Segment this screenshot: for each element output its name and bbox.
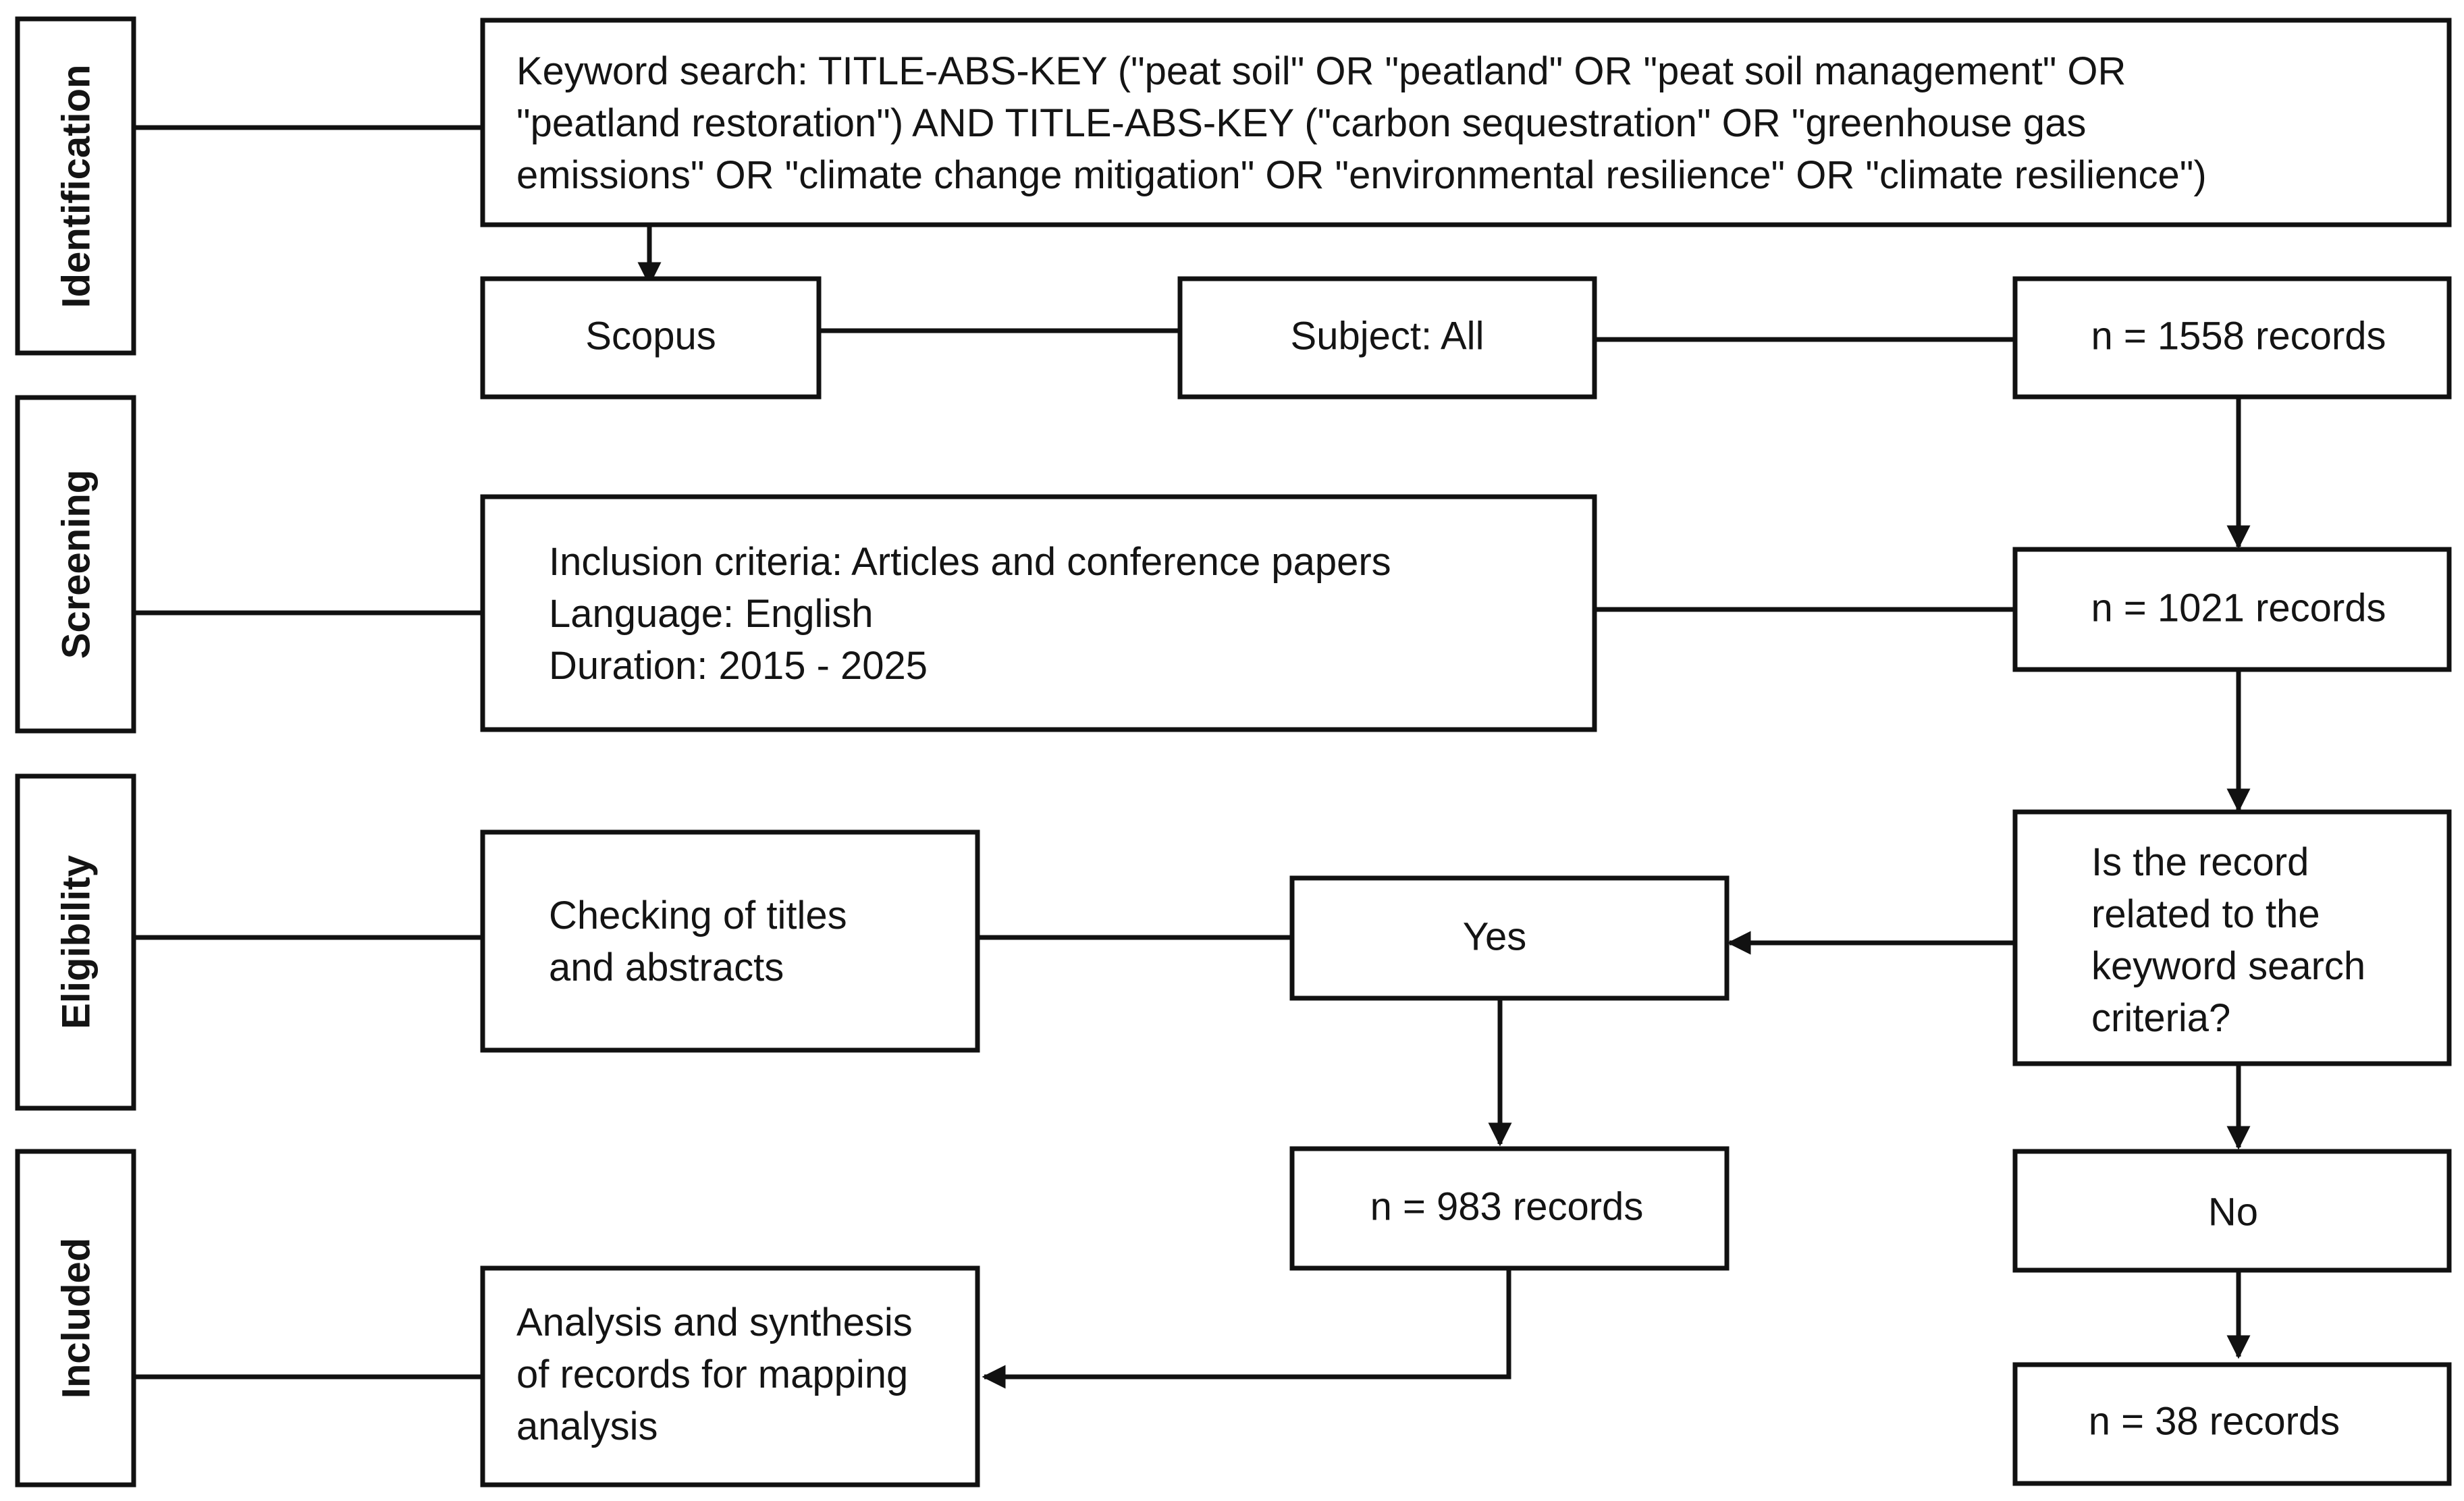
stage-included: Included [15,1149,136,1488]
decision-line-2: related to the [2091,892,2320,936]
keyword-search-line-2: "peatland restoration") AND TITLE-ABS-KE… [516,101,2086,145]
stage-eligibility-label: Eligibility [54,855,98,1029]
stage-eligibility: Eligibility [15,773,136,1111]
inclusion-criteria-box: Inclusion criteria: Articles and confere… [480,494,1597,732]
subject-label: Subject: All [1291,314,1484,358]
n-1558-box: n = 1558 records [2012,276,2452,400]
arrows [637,225,2251,1389]
stage-identification: Identification [15,16,136,356]
no-label: No [2208,1190,2258,1234]
decision-line-1: Is the record [2091,840,2309,884]
analysis-box: Analysis and synthesis of records for ma… [480,1265,980,1488]
keyword-search-line-1: Keyword search: TITLE-ABS-KEY ("peat soi… [516,49,2126,93]
subject-box: Subject: All [1177,276,1597,400]
n-1558-label: n = 1558 records [2091,314,2386,358]
checking-line-2: and abstracts [549,946,784,989]
arrow-n983-to-analysis [982,1268,1511,1389]
inclusion-line-2: Language: English [549,592,874,636]
yes-box: Yes [1289,875,1730,1001]
n-38-box: n = 38 records [2012,1362,2452,1486]
connectors [134,125,2015,1380]
keyword-search-line-3: emissions" OR "climate change mitigation… [516,153,2207,197]
analysis-line-2: of records for mapping [516,1353,908,1396]
n-1021-box: n = 1021 records [2012,547,2452,672]
decision-box: Is the record related to the keyword sea… [2012,809,2452,1066]
yes-label: Yes [1463,915,1527,958]
stage-screening: Screening [15,395,136,734]
stage-screening-label: Screening [54,470,98,659]
n-38-label: n = 38 records [2089,1399,2340,1443]
stage-included-label: Included [54,1238,98,1398]
inclusion-line-3: Duration: 2015 - 2025 [549,644,928,688]
scopus-box: Scopus [480,276,822,400]
analysis-line-1: Analysis and synthesis [516,1301,913,1344]
inclusion-line-1: Inclusion criteria: Articles and confere… [549,540,1391,584]
n-1021-label: n = 1021 records [2091,586,2386,630]
analysis-line-3: analysis [516,1404,658,1448]
stage-identification-label: Identification [54,65,98,308]
keyword-search-box: Keyword search: TITLE-ABS-KEY ("peat soi… [480,18,2452,227]
n-983-label: n = 983 records [1370,1184,1644,1228]
decision-line-3: keyword search [2091,944,2365,988]
scopus-label: Scopus [585,314,716,358]
checking-box: Checking of titles and abstracts [480,829,980,1053]
decision-line-4: criteria? [2091,996,2230,1040]
no-box: No [2012,1149,2452,1273]
checking-line-1: Checking of titles [549,894,847,937]
n-983-box: n = 983 records [1289,1146,1730,1271]
